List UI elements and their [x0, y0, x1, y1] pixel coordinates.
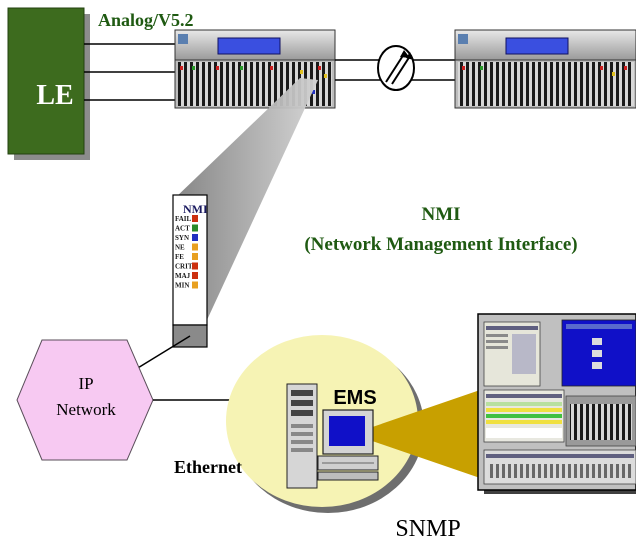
card-led-label: CRIT [175, 263, 193, 271]
nmi-title: NMI [421, 204, 460, 225]
ethernet-label: Ethernet [174, 457, 242, 477]
card-led-indicator [192, 243, 198, 251]
card-nmi-label: NMI [183, 202, 208, 216]
card-led-label: ACT [175, 225, 190, 233]
card-led-label: FE [175, 253, 184, 261]
left-equipment-shelf [174, 29, 336, 109]
ip-network: IP Network [16, 339, 154, 461]
le-block: LE [7, 7, 90, 160]
ip-network-line1: IP [78, 374, 93, 393]
nmi-subtitle: (Network Management Interface) [304, 234, 577, 255]
card-led-indicator [192, 272, 198, 279]
card-led-indicator [192, 262, 198, 270]
right-equipment-shelf [454, 29, 636, 109]
ems-workstation [317, 409, 379, 481]
card-led-indicator [192, 224, 198, 232]
card-led-label: MIN [175, 282, 189, 290]
card-led-indicator [192, 215, 198, 222]
server-tower [286, 383, 318, 489]
card-led-indicator [192, 234, 198, 241]
ip-network-line2: Network [56, 400, 116, 419]
card-led-label: FAIL [175, 215, 192, 223]
left-shelf-leds [180, 66, 327, 94]
ems-screenshot [477, 313, 636, 494]
analog-v52-label: Analog/V5.2 [98, 10, 194, 30]
radio-link-icon [377, 45, 415, 91]
card-led-label: SYN [175, 234, 189, 242]
ems-label: EMS [333, 387, 376, 409]
ems-beam [352, 390, 480, 478]
card-led-label: NE [175, 244, 185, 252]
le-label: LE [36, 80, 73, 111]
card-led-indicator [192, 281, 198, 289]
card-led-label: MAJ [175, 272, 191, 280]
right-shelf-leds [462, 66, 627, 76]
card-led-indicator [192, 253, 198, 260]
callout-wedge [173, 78, 318, 320]
le-links [84, 43, 175, 101]
snmp-label: SNMP [395, 516, 460, 542]
